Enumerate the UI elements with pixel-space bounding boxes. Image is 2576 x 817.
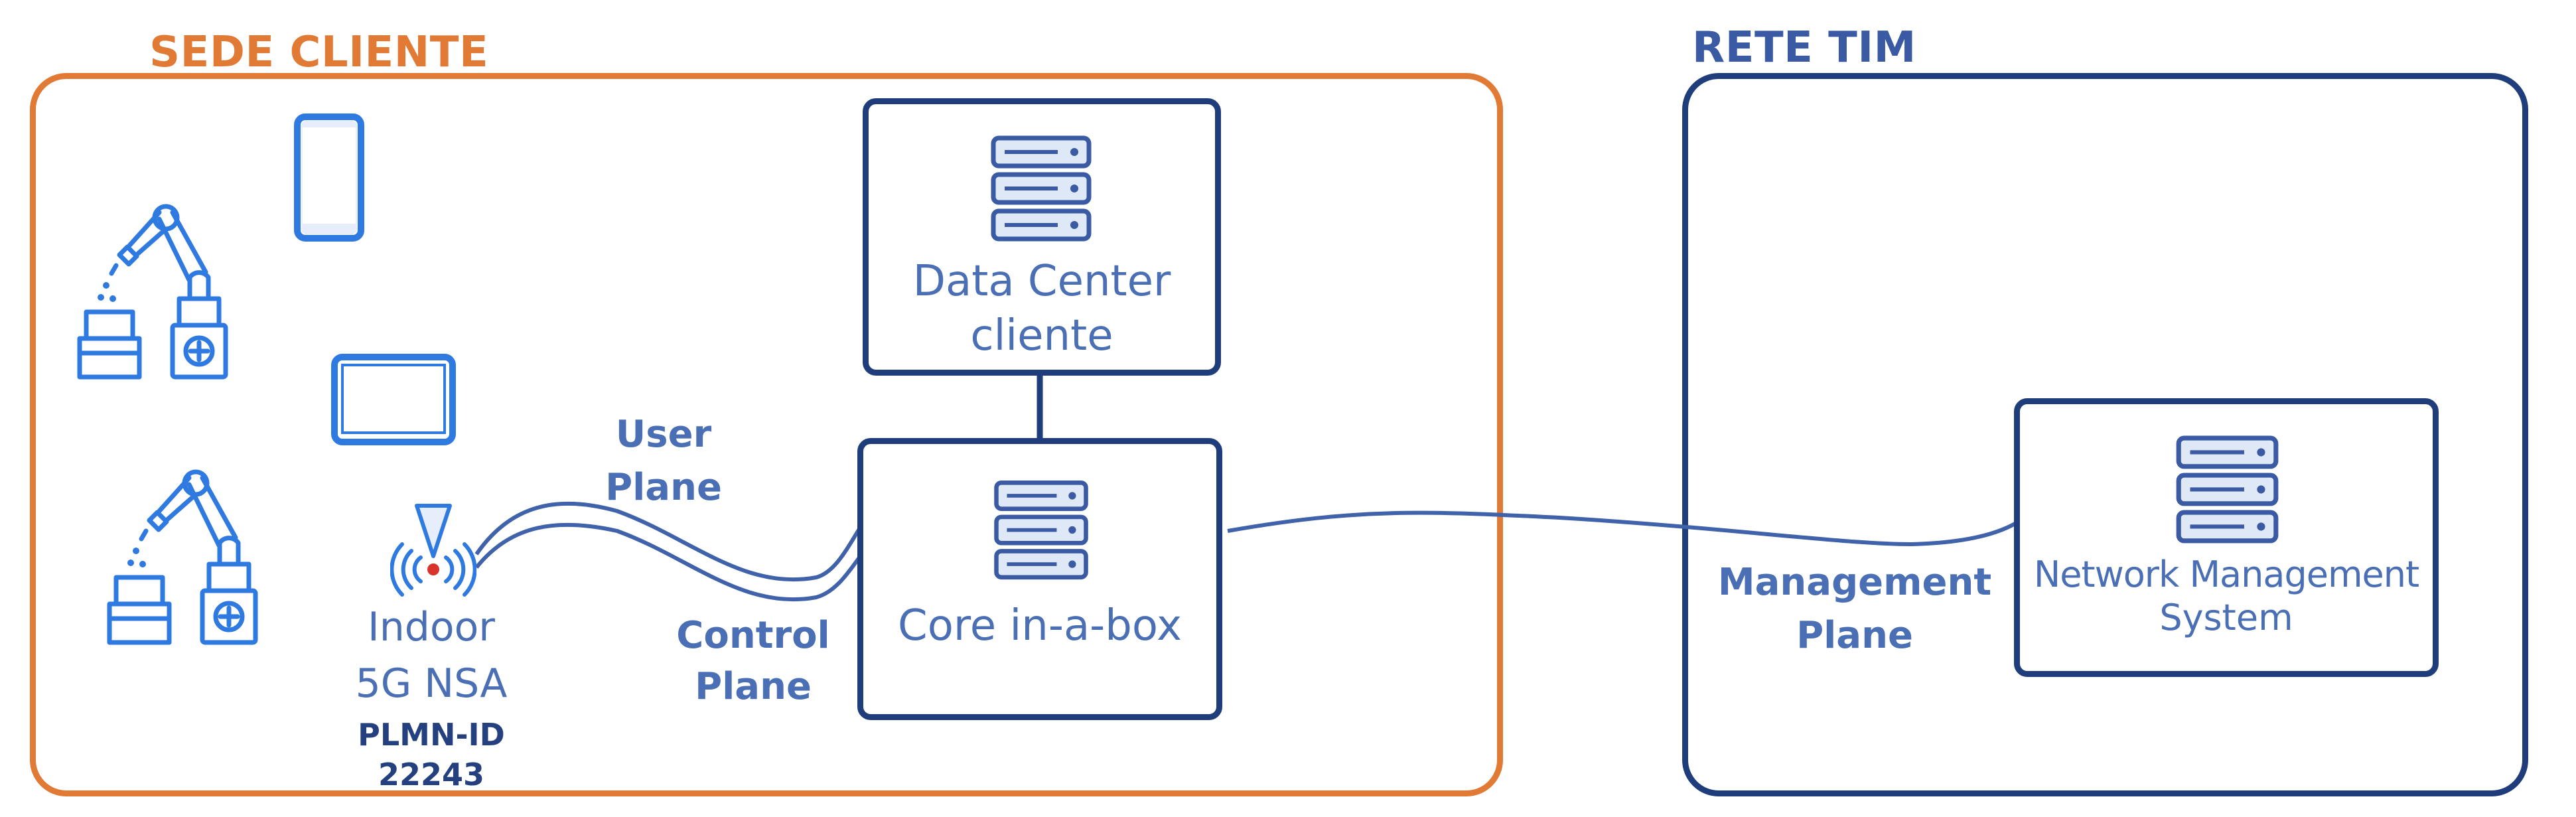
rete-tim-title: RETE TIM [1692,23,1916,72]
server-rack-icon [994,481,1088,580]
network-management-system-node: Network Management System [2014,398,2439,677]
server-rack-icon [991,135,1092,242]
data-center-label-line2: cliente [970,311,1113,360]
data-center-node: Data Center cliente [863,98,1221,376]
robot-arm-icon [107,469,258,645]
plmn-id-value: 22243 [378,757,485,792]
management-plane-label-line2: Plane [1796,614,1913,657]
antenna-icon [390,504,476,597]
antenna-label-line1: Indoor [368,604,495,650]
server-rack-icon [2176,435,2279,544]
tablet-icon [331,354,456,445]
nms-label-line1: Network Management [2033,554,2419,595]
robot-arm-icon [77,204,228,380]
smartphone-icon [294,113,364,242]
user-plane-label-line1: User [615,413,712,456]
control-plane-label-line1: Control [676,614,830,657]
user-plane-label-line2: Plane [605,466,722,509]
sede-cliente-region [30,73,1503,796]
control-plane-wire [474,522,861,602]
rete-tim-region [1682,73,2528,796]
user-plane-wire [474,501,861,582]
plmn-id-label: PLMN-ID [358,717,505,753]
control-plane-label-line2: Plane [695,665,812,708]
data-center-label-line1: Data Center [912,257,1171,306]
management-plane-label-line1: Management [1717,561,1992,604]
core-label: Core in-a-box [898,601,1182,650]
antenna-label-line2: 5G NSA [355,660,508,707]
core-in-a-box-node: Core in-a-box [857,438,1222,720]
management-plane-wire [1227,510,2019,547]
nms-label-line2: System [2159,597,2293,638]
sede-cliente-title: SEDE CLIENTE [149,28,489,77]
